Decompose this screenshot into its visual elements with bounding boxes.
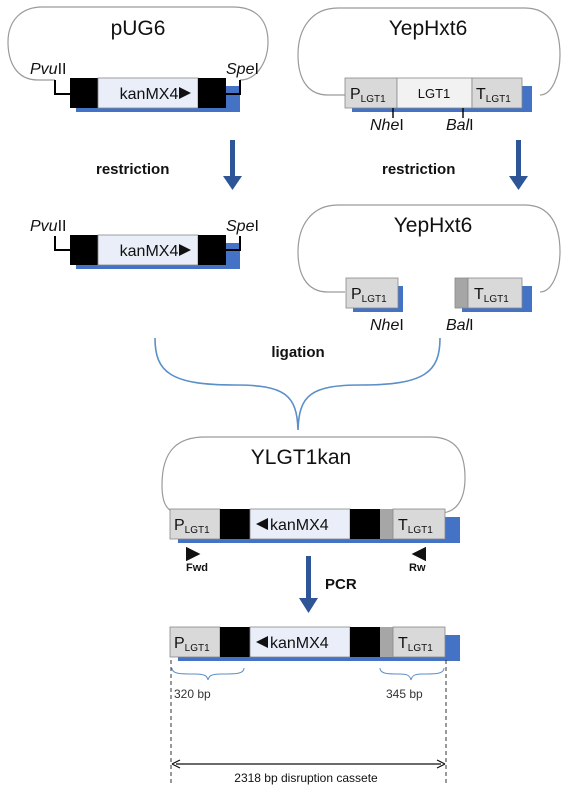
rw-primer-label: Rw	[409, 562, 426, 574]
ylgt1kan-left-black-box	[220, 509, 250, 539]
cut-tlgt1-stub	[454, 277, 469, 309]
cassette-left-black-box	[220, 627, 250, 657]
yephxt6-tlgt1-label: TLGT1	[476, 86, 511, 105]
ylgt1kan-tlgt1-label: TLGT1	[398, 517, 433, 536]
ligation-brace	[154, 337, 441, 431]
pug6-outline	[7, 6, 269, 81]
cassette-kanmx4-label: kanMX4	[270, 635, 329, 652]
spei-label: SpeI	[226, 61, 259, 78]
right-flank-brace	[379, 667, 445, 681]
kan-fragment: kanMX4 PvuII SpeI	[30, 218, 259, 269]
span-right-arrowhead-icon	[436, 759, 446, 769]
cassette-size-label: 2318 bp disruption cassete	[234, 771, 378, 785]
restriction-arrow-left	[223, 140, 242, 190]
nhei-label-top: NheI	[370, 117, 404, 134]
cut-tlgt1-box	[467, 277, 523, 309]
cassette-stub	[380, 627, 393, 657]
bali-label-cut: BalI	[446, 317, 474, 334]
pcr-arrow	[299, 556, 318, 613]
fragment-spei-label: SpeI	[226, 218, 259, 235]
fragment-right-bracket-icon	[226, 236, 241, 251]
yephxt6-lgt1-box	[396, 77, 473, 109]
pvuii-label: PvuII	[30, 61, 66, 78]
left-flank-brace	[171, 667, 245, 681]
fragment-kanmx4-label: kanMX4	[120, 243, 179, 260]
pug6-kanmx4-label: kanMX4	[120, 86, 179, 103]
right-flank-size: 345 bp	[386, 687, 423, 701]
yephxt6-top-title: YepHxt6	[389, 17, 468, 40]
ylgt1kan-plgt1-label: PLGT1	[174, 517, 210, 536]
fragment-pvuii-label: PvuII	[30, 218, 66, 235]
pug6-plasmid: pUG6 kanMX4 PvuII SpeI	[7, 6, 269, 112]
cassette-plgt1-label: PLGT1	[174, 635, 210, 654]
fragment-right-black-box	[198, 235, 226, 265]
fragment-left-black-box	[70, 235, 98, 265]
ylgt1kan-outline	[161, 436, 466, 514]
ylgt1kan-plgt1-box	[169, 508, 221, 540]
yephxt6-lgt1-label: LGT1	[418, 86, 451, 101]
pvuii-bracket-icon	[54, 80, 70, 95]
cassette-right-black-box	[350, 627, 380, 657]
pcr-label: PCR	[325, 576, 357, 593]
nhei-label-cut: NheI	[370, 317, 404, 334]
fwd-primer-label: Fwd	[186, 562, 208, 574]
restriction-label-left: restriction	[96, 161, 169, 178]
cut-plgt1-box	[345, 277, 399, 309]
cassette-tlgt1-box	[392, 626, 446, 658]
yephxt6-cut-title: YepHxt6	[394, 214, 473, 237]
ylgt1kan-right-black-box	[350, 509, 380, 539]
ylgt1kan-title: YLGT1kan	[251, 446, 351, 469]
ligation-label: ligation	[271, 344, 324, 361]
ylgt1kan-kanmx4-label: kanMX4	[270, 517, 329, 534]
pug6-left-black-box	[70, 78, 98, 108]
yephxt6-plasmid-cut: YepHxt6 PLGT1 TLGT1 NheI BalI	[297, 204, 561, 334]
pug6-title: pUG6	[111, 17, 166, 40]
pug6-right-black-box	[198, 78, 226, 108]
yephxt6-top-outline	[297, 7, 561, 96]
yephxt6-plasmid-top: YepHxt6 PLGT1 LGT1 TLGT1 NheI BalI	[297, 7, 561, 134]
cassette-tlgt1-label: TLGT1	[398, 635, 433, 654]
ylgt1kan-tlgt1-box	[392, 508, 446, 540]
restriction-label-right: restriction	[382, 161, 455, 178]
fragment-left-bracket-icon	[54, 236, 70, 251]
restriction-arrow-right	[509, 140, 528, 190]
span-left-arrowhead-icon	[171, 759, 181, 769]
yephxt6-cut-outline	[297, 204, 561, 293]
cut-tlgt1-label: TLGT1	[474, 286, 509, 305]
yephxt6-tlgt1-box	[471, 77, 523, 109]
cut-plgt1-label: PLGT1	[351, 286, 387, 305]
yephxt6-plgt1-label: PLGT1	[350, 86, 386, 105]
cassette-plgt1-box	[169, 626, 221, 658]
bali-label-top: BalI	[446, 117, 474, 134]
spei-bracket-icon	[226, 80, 241, 95]
ylgt1kan-stub	[380, 509, 393, 539]
ylgt1kan-plasmid: YLGT1kan PLGT1 kanMX4 TLGT1	[161, 436, 466, 543]
yephxt6-plgt1-box	[344, 77, 398, 109]
left-flank-size: 320 bp	[174, 687, 211, 701]
disruption-cassette: PLGT1 kanMX4 TLGT1	[169, 626, 460, 661]
